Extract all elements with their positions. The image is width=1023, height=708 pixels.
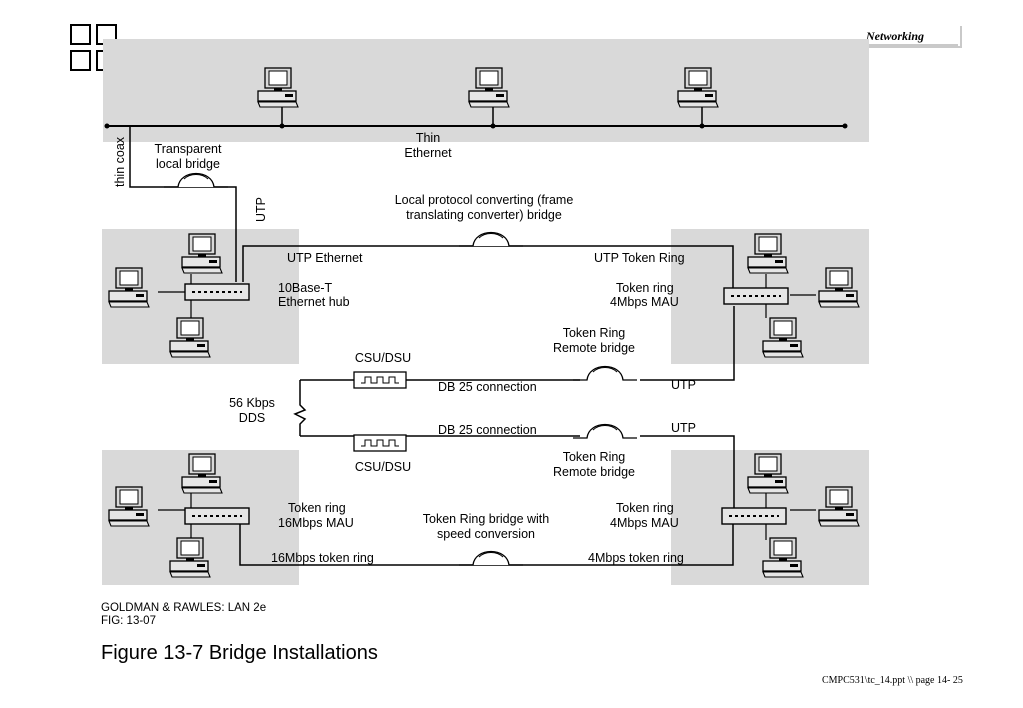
credit-line-2: FIG: 13-07 xyxy=(101,615,156,627)
remote-bridge-top-label-1: Token Ring xyxy=(563,326,626,340)
transparent-bridge-icon xyxy=(163,172,229,188)
speed-bridge-label-2: speed conversion xyxy=(437,527,535,541)
mau-16-label-1: Token ring xyxy=(288,501,346,515)
mau-4-top-label-2: 4Mbps MAU xyxy=(610,295,679,309)
decorative-square xyxy=(70,24,91,45)
decorative-square xyxy=(70,50,91,71)
remote-bridge-bottom-label-2: Remote bridge xyxy=(553,465,635,479)
utp-vertical-label: UTP xyxy=(254,197,268,222)
dds-label-1: 56 Kbps xyxy=(229,396,275,410)
ring-16-label: 16Mbps token ring xyxy=(271,551,374,565)
mau-16-label-2: 16Mbps MAU xyxy=(278,516,354,530)
transparent-bridge-label-2: local bridge xyxy=(156,157,220,171)
utp-top-label: UTP xyxy=(671,378,696,392)
thin-ethernet-label-2: Ethernet xyxy=(404,146,452,160)
ethernet-hub-label-2: Ethernet hub xyxy=(278,295,350,309)
thin-ethernet-label-1: Thin xyxy=(416,131,440,145)
figure-credit: GOLDMAN & RAWLES: LAN 2e FIG: 13-07 xyxy=(101,602,266,628)
csu-dsu-icon xyxy=(353,434,407,452)
mau-icon xyxy=(184,507,250,525)
transparent-bridge-label-1: Transparent xyxy=(155,142,222,156)
speed-conversion-bridge-icon xyxy=(458,550,524,566)
utp-token-ring-label: UTP Token Ring xyxy=(594,251,685,265)
slide-footer: CMPC531\tc_14.ppt \\ page 14- 25 xyxy=(822,675,963,686)
converting-bridge-label-1: Local protocol converting (frame xyxy=(395,193,574,207)
mau-icon xyxy=(721,507,787,525)
remote-bridge-icon xyxy=(572,365,638,381)
utp-bottom-label: UTP xyxy=(671,421,696,435)
remote-bridge-icon xyxy=(572,423,638,439)
thin-coax-label: thin coax xyxy=(113,136,127,187)
figure-caption: Figure 13-7 Bridge Installations xyxy=(101,642,378,664)
remote-bridge-bottom-label-1: Token Ring xyxy=(563,450,626,464)
csu-dsu-icon xyxy=(353,371,407,389)
remote-bridge-top-label-2: Remote bridge xyxy=(553,341,635,355)
speed-bridge-label-1: Token Ring bridge with xyxy=(423,512,550,526)
section-title: Networking xyxy=(866,29,925,43)
ring-4-label: 4Mbps token ring xyxy=(588,551,684,565)
converting-bridge-label-2: translating converter) bridge xyxy=(406,208,562,222)
mau-icon xyxy=(723,287,789,305)
db25-bottom-label: DB 25 connection xyxy=(438,423,537,437)
utp-ethernet-label: UTP Ethernet xyxy=(287,251,363,265)
mau-4-bottom-label-1: Token ring xyxy=(616,501,674,515)
mau-4-top-label-1: Token ring xyxy=(616,281,674,295)
credit-line-1: GOLDMAN & RAWLES: LAN 2e xyxy=(101,602,267,614)
csu-dsu-top-label: CSU/DSU xyxy=(355,351,411,365)
mau-4-bottom-label-2: 4Mbps MAU xyxy=(610,516,679,530)
header-frame xyxy=(860,26,962,48)
ethernet-hub-icon xyxy=(184,283,250,301)
converting-bridge-icon xyxy=(458,231,524,247)
dds-label-2: DDS xyxy=(239,411,265,425)
csu-dsu-bottom-label: CSU/DSU xyxy=(355,460,411,474)
db25-top-label: DB 25 connection xyxy=(438,380,537,394)
ethernet-hub-label-1: 10Base-T xyxy=(278,281,333,295)
